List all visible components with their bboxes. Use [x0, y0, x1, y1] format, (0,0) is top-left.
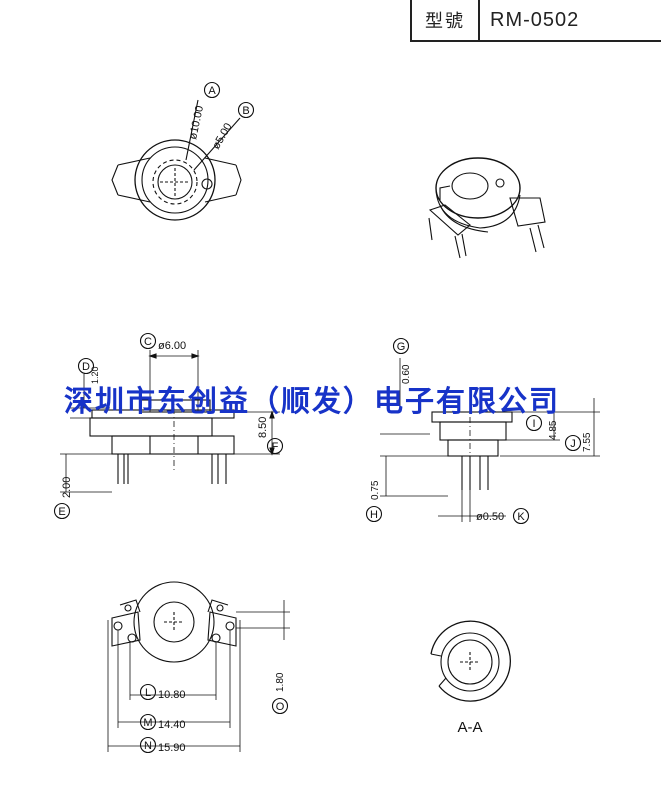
- top-view: ø10.00 A ø5.00 B: [111, 81, 255, 221]
- front-dim-e-value: 2.00: [61, 477, 73, 498]
- bottom-dim-n-value: 15.90: [158, 742, 186, 754]
- model-number: RM-0502: [490, 8, 580, 31]
- front-dim-f-marker: F: [272, 441, 279, 453]
- bottom-dim-m-marker: M: [143, 717, 152, 729]
- section-a-a: A-A: [430, 620, 511, 736]
- side-dim-i-value: 4.85: [548, 420, 559, 440]
- title-block: 型號 RM-0502: [410, 0, 661, 42]
- isometric-view: [428, 157, 546, 259]
- side-dim-i-marker: I: [532, 418, 535, 430]
- side-dim-g-marker: G: [397, 341, 406, 353]
- bottom-dim-o-value: 1.80: [275, 672, 286, 692]
- company-watermark: 深圳市东创益（顺发）电子有限公司: [64, 384, 561, 418]
- section-label: A-A: [457, 719, 482, 736]
- bottom-dim-m-value: 14.40: [158, 719, 186, 731]
- front-dim-c-value: ø6.00: [158, 340, 186, 352]
- front-dim-d-value: 1.20: [90, 366, 100, 384]
- front-view: C ø6.00 D 1.20 8.50 F 2.00 E: [53, 332, 284, 520]
- top-dim-b-marker: B: [242, 105, 249, 117]
- front-dim-d-marker: D: [82, 361, 90, 373]
- top-dim-a-marker: A: [208, 85, 216, 97]
- side-dim-k-marker: K: [517, 511, 525, 523]
- bottom-dim-l-value: 10.80: [158, 689, 186, 701]
- side-dim-j-marker: J: [570, 438, 576, 450]
- front-dim-c-marker: C: [144, 336, 152, 348]
- side-dim-h-value: 0.75: [370, 480, 381, 500]
- top-dim-a-value: ø10.00: [187, 105, 206, 141]
- model-label: 型號: [412, 0, 480, 40]
- side-dim-j-value: 7.55: [582, 432, 593, 452]
- front-dim-f-value: 8.50: [257, 417, 269, 438]
- side-dim-k-value: ø0.50: [476, 511, 504, 523]
- front-dim-e-marker: E: [58, 506, 65, 518]
- bottom-dim-l-marker: L: [145, 687, 151, 699]
- bottom-dim-n-marker: N: [144, 740, 152, 752]
- top-dim-b-value: ø5.00: [210, 121, 234, 151]
- bottom-view: L 10.80 M 14.40 N 15.90 1.80 O: [107, 581, 290, 754]
- side-dim-h-marker: H: [370, 509, 378, 521]
- bottom-dim-o-marker: O: [276, 701, 285, 713]
- side-view: G 0.60 4.85 I 7.55 J 0.75 H ø0.50 K: [365, 337, 600, 525]
- side-dim-g-value: 0.60: [401, 364, 412, 384]
